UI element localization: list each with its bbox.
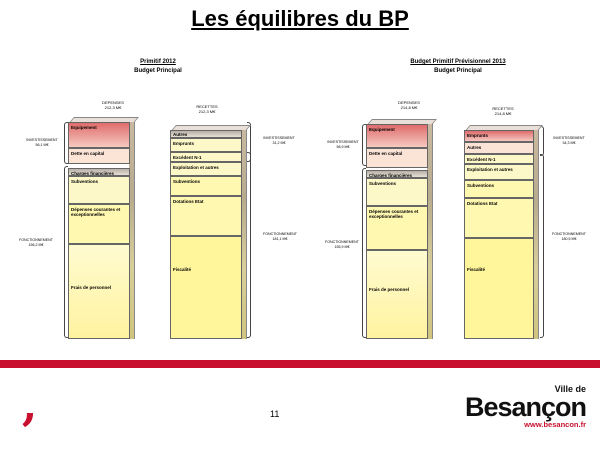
- left-recettes-column: Autres Emprunts Excédent N-1 Exploitatio…: [170, 125, 251, 339]
- page-number: 11: [270, 409, 280, 419]
- right-depenses-label: DEPENSES 214,8 M€: [398, 100, 420, 110]
- logo-url[interactable]: www.besancon.fr: [524, 420, 586, 429]
- right-subtitle: Budget Principal: [434, 68, 482, 74]
- left-depenses-column: Equipement Dette en capital Charges fina…: [68, 117, 139, 339]
- right-brace-invest-dep: [362, 124, 366, 166]
- left-rec-autres: Autres: [170, 130, 242, 138]
- right-invest-left-label: INVESTISSEMENT 58,9 M€: [327, 140, 359, 149]
- left-rec-excedent: Excédent N-1: [170, 152, 242, 162]
- left-dep-equipement: Equipement: [68, 122, 130, 148]
- left-brace-fonct-dep: [64, 166, 68, 338]
- right-dep-dette: Dette en capital: [366, 148, 428, 168]
- right-rec-emprunts: Emprunts: [464, 130, 534, 142]
- left-rec-exploitation: Exploitation et autres: [170, 162, 242, 176]
- left-rec-subventions: Subventions: [170, 176, 242, 196]
- left-dep-personnel: Frais de personnel: [68, 244, 130, 339]
- right-dep-equipement: Equipement: [366, 124, 428, 148]
- right-rec-autres: Autres: [464, 142, 534, 154]
- left-invest-right-label: INVESTISSEMENT 31,2 M€: [263, 136, 295, 145]
- left-invest-left-label: INVESTISSEMENT 56,1 M€: [26, 138, 58, 147]
- left-brace-fonct-rec: [247, 152, 251, 338]
- left-subtitle: Budget Principal: [134, 68, 182, 74]
- right-rec-fiscalite: Fiscalité: [464, 238, 534, 339]
- right-recettes-label: RECETTES 214,8 M€: [492, 106, 514, 116]
- left-depenses-label: DEPENSES 212,3 M€: [102, 100, 124, 110]
- right-fonct-right-label: FONCTIONNEMENT 180,5 M€: [552, 232, 586, 241]
- comma-logo-icon: ,: [22, 380, 38, 431]
- logo-name: Besançon: [464, 392, 587, 422]
- right-brace-fonct-dep: [362, 168, 366, 338]
- left-dep-courantes: Dépenses courantes et exceptionnelles: [68, 204, 130, 244]
- right-rec-excedent: Excédent N-1: [464, 154, 534, 164]
- left-brace-invest-rec: [247, 122, 251, 162]
- left-title: Primitif 2012: [140, 59, 176, 65]
- right-rec-exploitation: Exploitation et autres: [464, 164, 534, 180]
- right-brace-invest-rec: [540, 126, 544, 156]
- right-fonct-left-label: FONCTIONNEMENT 155,9 M€: [325, 240, 359, 249]
- right-rec-subventions: Subventions: [464, 180, 534, 198]
- right-rec-dotations: Dotations Etat: [464, 198, 534, 238]
- right-dep-courantes: Dépenses courantes et exceptionnelles: [366, 206, 428, 250]
- left-brace-invest-dep: [64, 122, 68, 164]
- right-brace-fonct-rec: [540, 154, 544, 338]
- left-rec-fiscalite: Fiscalité: [170, 236, 242, 339]
- right-dep-charges: Charges financières: [366, 170, 428, 178]
- left-fonct-right-label: FONCTIONNEMENT 181,1 M€: [263, 232, 297, 241]
- right-recettes-column: Emprunts Autres Excédent N-1 Exploitatio…: [464, 125, 543, 339]
- left-rec-dotations: Dotations Etat: [170, 196, 242, 236]
- left-dep-dette: Dette en capital: [68, 148, 130, 164]
- besancon-logo: Ville de Besançon www.besancon.fr: [464, 384, 587, 429]
- logo-top-text: Ville de: [554, 384, 586, 394]
- left-dep-charges: Charges financières: [68, 168, 130, 176]
- right-title: Budget Primitif Prévisionnel 2013: [410, 59, 506, 65]
- left-rec-emprunts: Emprunts: [170, 138, 242, 152]
- left-panel-title: Primitif 2012 Budget Principal: [118, 58, 198, 76]
- right-panel-title: Budget Primitif Prévisionnel 2013 Budget…: [388, 58, 528, 76]
- footer-red-bar: [0, 360, 600, 368]
- right-dep-personnel: Frais de personnel: [366, 250, 428, 339]
- right-dep-subventions: Subventions: [366, 178, 428, 206]
- right-depenses-column: Equipement Dette en capital Charges fina…: [366, 119, 437, 339]
- left-dep-subventions: Subventions: [68, 176, 130, 204]
- slide-title: Les équilibres du BP: [191, 6, 409, 31]
- left-recettes-label: RECETTES 212,3 M€: [196, 104, 218, 114]
- left-fonct-left-label: FONCTIONNEMENT 156,2 M€: [19, 238, 53, 247]
- right-invest-right-label: INVESTISSEMENT 34,3 M€: [553, 136, 585, 145]
